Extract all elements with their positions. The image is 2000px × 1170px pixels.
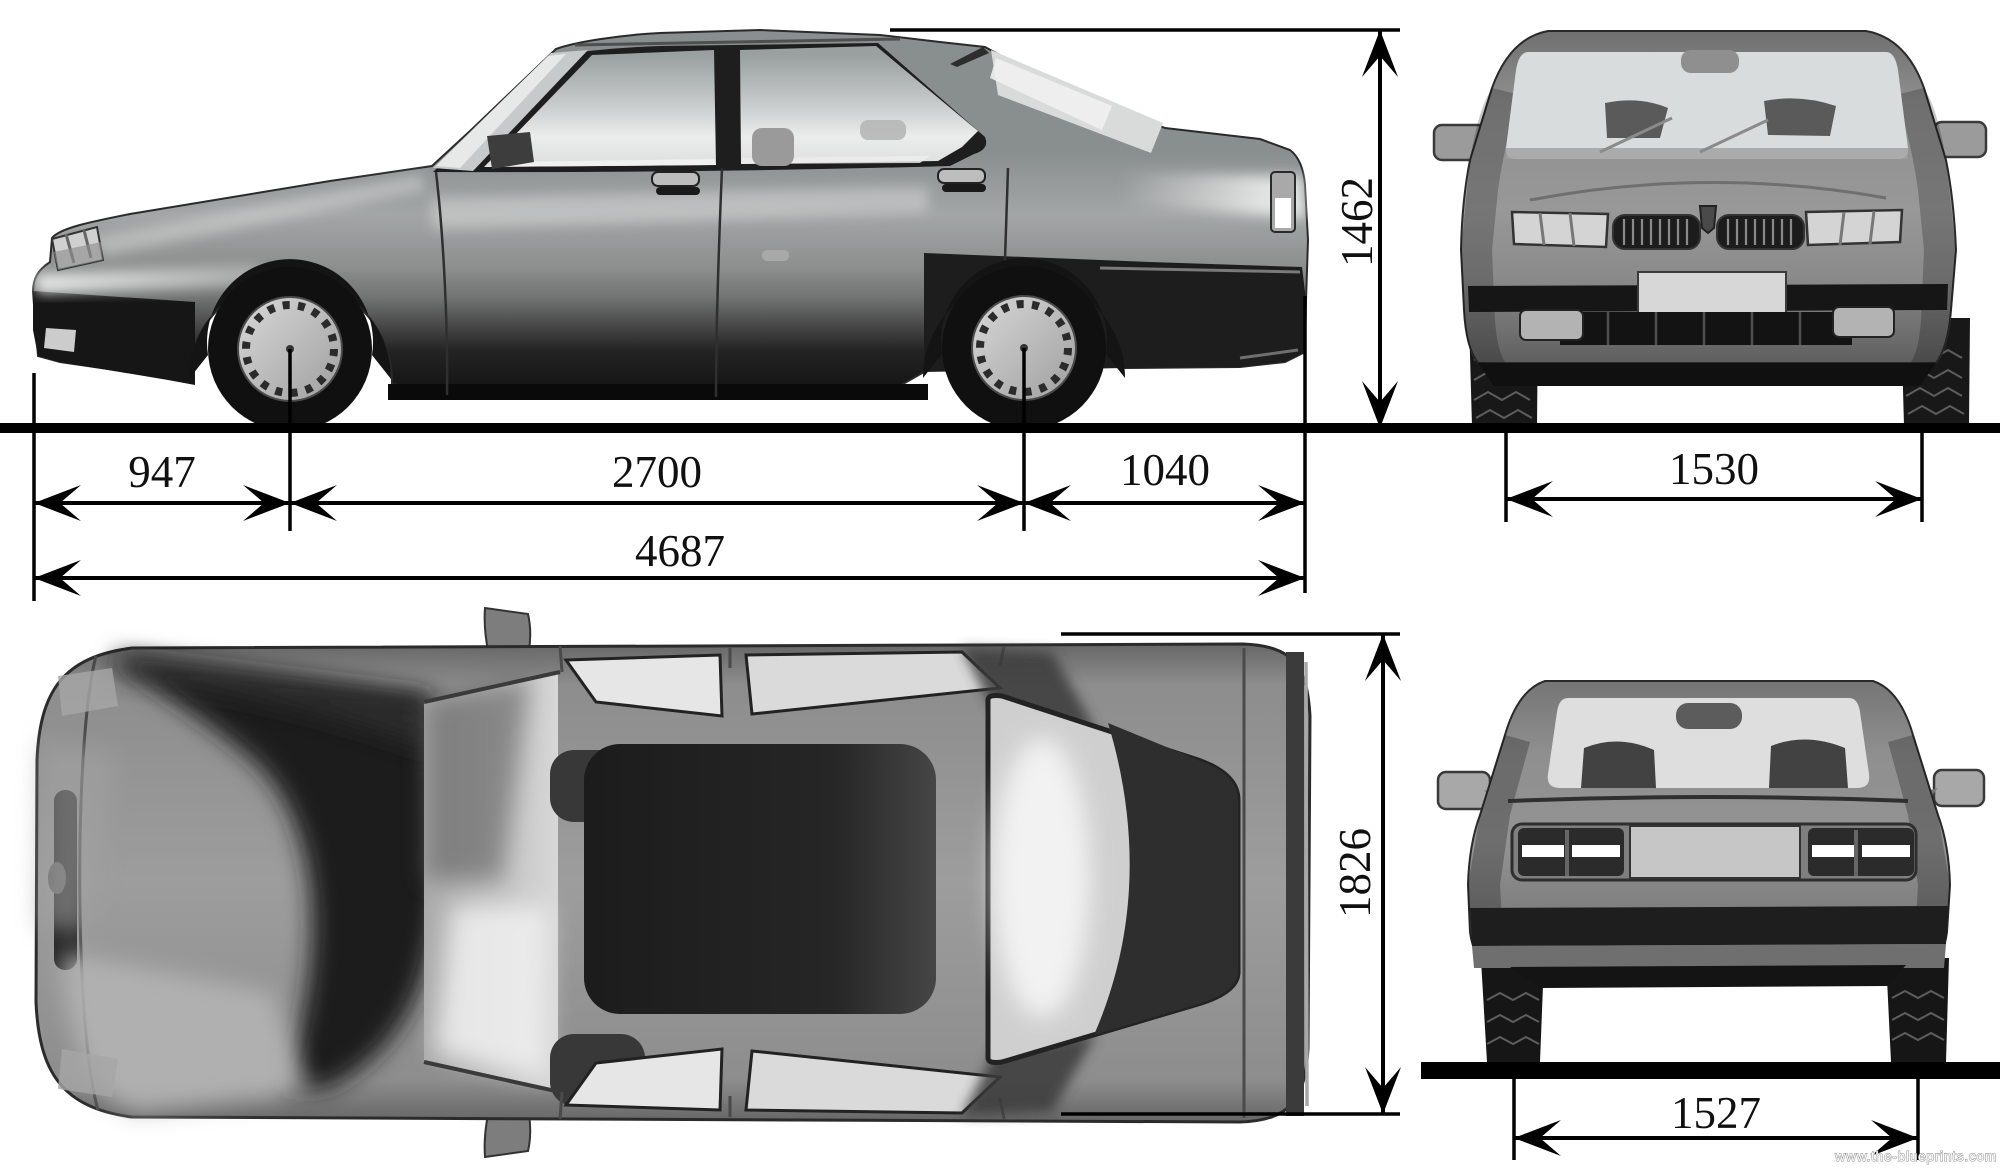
svg-text:1527: 1527 <box>1671 1088 1761 1138</box>
svg-text:1530: 1530 <box>1669 444 1759 494</box>
svg-text:1462: 1462 <box>1332 177 1382 267</box>
svg-text:www.the-blueprints.com: www.the-blueprints.com <box>1834 1148 1997 1164</box>
svg-text:1040: 1040 <box>1120 445 1210 495</box>
svg-text:4687: 4687 <box>635 526 725 576</box>
svg-text:2700: 2700 <box>612 447 702 497</box>
svg-text:1826: 1826 <box>1330 828 1380 918</box>
svg-text:947: 947 <box>128 447 196 497</box>
